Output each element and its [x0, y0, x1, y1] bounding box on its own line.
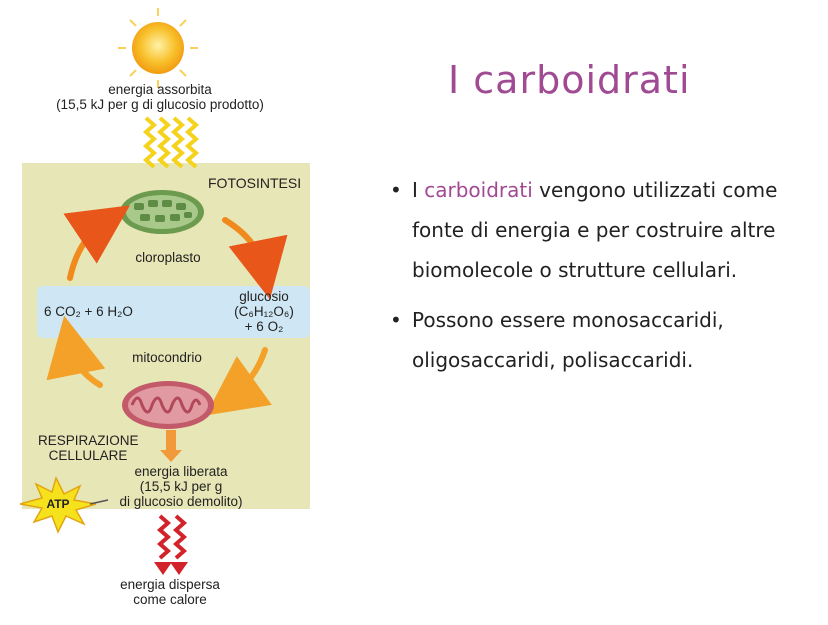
bullet-1-prefix: I: [412, 178, 425, 202]
energy-in-line-1: energia assorbita: [108, 82, 212, 97]
mitochondrion-label: mitocondrio: [132, 350, 202, 365]
reactants-label: 6 CO₂ + 6 H₂O: [44, 304, 133, 319]
mitochondrion-icon: [122, 381, 214, 429]
bullet-1-highlight: carboidrati: [424, 178, 533, 202]
respiration-line-1: RESPIRAZIONE: [38, 433, 139, 448]
respiration-line-2: CELLULARE: [48, 448, 128, 463]
bullet-1-text: vengono utilizzati come fonte di energia…: [412, 178, 778, 282]
cycle-illustration: [19, 8, 310, 575]
energy-in-label: energia assorbita (15,5 kJ per g di gluc…: [30, 82, 290, 112]
glucose-line-2: (C₆H₁₂O₆): [234, 304, 294, 319]
atp-burst-icon: [19, 475, 109, 534]
bullet-dot-icon: •: [390, 308, 402, 332]
energy-released-line-1: energia liberata: [134, 464, 228, 479]
energy-released-label: energia liberata (15,5 kJ per g di gluco…: [106, 464, 256, 509]
energy-released-arrow: [160, 430, 182, 462]
bullet-item-2: • Possono essere monosaccaridi, oligosac…: [388, 300, 808, 380]
photosynthesis-respiration-diagram: energia assorbita (15,5 kJ per g di gluc…: [0, 0, 380, 621]
heat-arrows-icon: [156, 514, 188, 560]
heat-arrowheads: [154, 562, 188, 575]
bullet-list: • I carboidrati vengono utilizzati come …: [388, 170, 808, 390]
energy-released-line-3: di glucosio demolito): [119, 494, 243, 509]
bullet-item-1: • I carboidrati vengono utilizzati come …: [388, 170, 808, 290]
sun-icon: [118, 8, 198, 88]
energy-lost-label: energia dispersa come calore: [100, 577, 240, 607]
energy-lost-line-2: come calore: [133, 592, 207, 607]
glucose-line-3: + 6 O₂: [244, 319, 284, 334]
energy-in-line-2: (15,5 kJ per g di glucosio prodotto): [56, 97, 264, 112]
energy-released-line-2: (15,5 kJ per g: [139, 479, 223, 494]
chloroplast-label: cloroplasto: [135, 250, 201, 265]
chloroplast-icon: [120, 190, 204, 234]
photosynthesis-label: FOTOSINTESI: [208, 175, 302, 191]
light-rays-icon: [142, 116, 200, 169]
cycle-arrows: [46, 205, 288, 416]
respiration-label: RESPIRAZIONE CELLULARE: [38, 433, 139, 463]
energy-lost-line-1: energia dispersa: [120, 577, 220, 592]
glucose-line-1: glucosio: [239, 289, 289, 304]
atp-label: ATP: [46, 497, 70, 511]
bullet-2-text: Possono essere monosaccaridi, oligosacca…: [412, 308, 724, 372]
glucose-label: glucosio (C₆H₁₂O₆) + 6 O₂: [222, 289, 306, 334]
bullet-dot-icon: •: [390, 178, 402, 202]
slide-title: I carboidrati: [448, 58, 691, 102]
